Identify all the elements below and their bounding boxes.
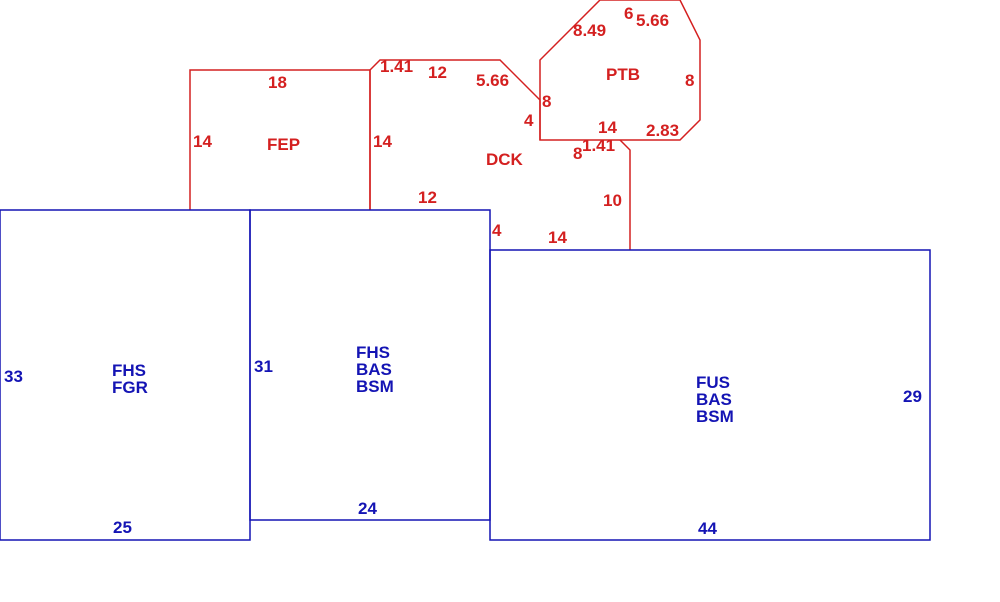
dck-code: DCK (486, 150, 524, 169)
right-room-outline (489, 249, 931, 541)
ptb-outline (539, 0, 701, 141)
left-room-code-1: FHS (112, 361, 146, 380)
right-room-dim-width: 44 (698, 519, 717, 538)
fep-code: FEP (267, 135, 300, 154)
dck-dim-bottom-left: 12 (418, 188, 437, 207)
right-room-code-2: BAS (696, 390, 732, 409)
dck-lower-outline (619, 139, 631, 250)
dck-outline (369, 59, 541, 210)
dck-dim-corner: 1.41 (582, 136, 615, 155)
ptb-dim-bottom-diag: 2.83 (646, 121, 679, 140)
ptb-dim-top-diag: 5.66 (636, 11, 669, 30)
right-room-dim-height: 29 (903, 387, 922, 406)
dck-dim-right-upper: 8 (542, 92, 551, 111)
right-room-code-3: BSM (696, 407, 734, 426)
dck-dim-diag: 5.66 (476, 71, 509, 90)
left-room-code-2: FGR (112, 378, 148, 397)
left-room-dim-height: 33 (4, 367, 23, 386)
dck-dim-step: 4 (492, 221, 502, 240)
middle-room-code-2: BAS (356, 360, 392, 379)
ptb-dim-left-diag: 8.49 (573, 21, 606, 40)
fep-dim-right: 14 (373, 132, 392, 151)
middle-room-code-3: BSM (356, 377, 394, 396)
dck-dim-top: 12 (428, 63, 447, 82)
middle-room-dim-width: 24 (358, 499, 377, 518)
dck-dim-right-lower: 10 (603, 191, 622, 210)
dck-dim-inner: 8 (573, 144, 582, 163)
ptb-code: PTB (606, 65, 640, 84)
middle-room-code-1: FHS (356, 343, 390, 362)
ptb-dim-bottom: 14 (598, 118, 617, 137)
ptb-dim-top-left: 6 (624, 4, 633, 23)
fep-dim-top: 18 (268, 73, 287, 92)
ptb-dim-right: 8 (685, 71, 694, 90)
left-room-dim-width: 25 (113, 518, 132, 537)
dck-dim-diag-corner: 1.41 (380, 57, 413, 76)
dck-dim-notch: 4 (524, 111, 534, 130)
middle-room-dim-height: 31 (254, 357, 273, 376)
right-room-code-1: FUS (696, 373, 730, 392)
dck-dim-bottom-right: 14 (548, 228, 567, 247)
fep-dim-left: 14 (193, 132, 212, 151)
